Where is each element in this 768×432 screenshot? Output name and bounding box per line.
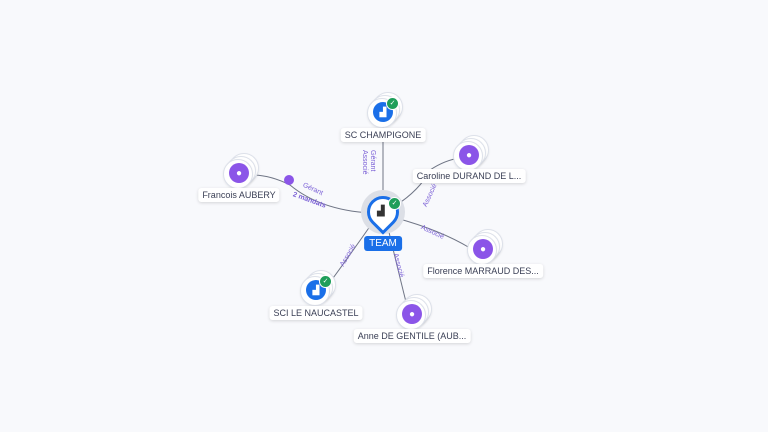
edge-anne <box>387 227 407 303</box>
edge-francois <box>251 174 371 214</box>
verified-check-icon: ✓ <box>388 197 401 210</box>
node-label: Anne DE GENTILE (AUB... <box>353 329 471 343</box>
mandats-badge <box>284 175 294 185</box>
node-label: SC CHAMPIGONE <box>340 128 426 142</box>
building-icon: ▟ <box>377 206 385 217</box>
person-icon: ● <box>229 163 249 183</box>
person-icon: ● <box>473 239 493 259</box>
person-icon: ● <box>459 145 479 165</box>
edge-label-associe: Associé <box>361 150 368 175</box>
node-label: Florence MARRAUD DES... <box>423 264 543 278</box>
node-label: SCI LE NAUCASTEL <box>269 306 363 320</box>
edge-florence <box>395 217 471 249</box>
node-label: Caroline DURAND DE L... <box>412 169 526 183</box>
verified-check-icon: ✓ <box>386 97 399 110</box>
center-label: TEAM <box>364 236 402 251</box>
node-label: Francois AUBERY <box>198 188 280 202</box>
edge-label-gerant: Gérant <box>369 150 376 172</box>
verified-check-icon: ✓ <box>319 275 332 288</box>
person-icon: ● <box>402 304 422 324</box>
